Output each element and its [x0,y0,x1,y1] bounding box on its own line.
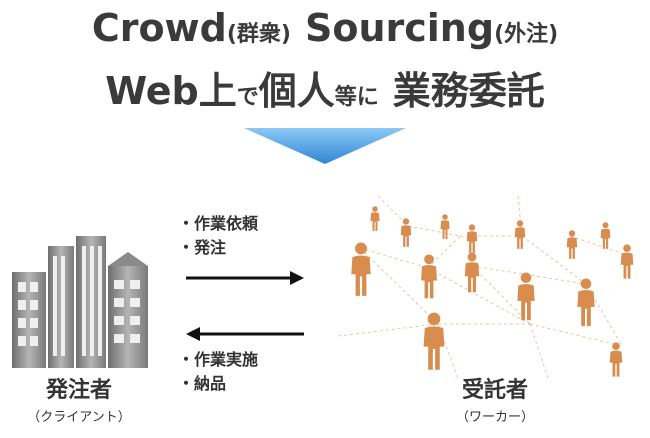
title-kojin: 個人 [258,69,335,113]
title-web: Web上 [105,69,237,113]
worker-label: 受託者 （ワーカー） [430,372,560,425]
request-item-1: ・作業依頼 [178,214,259,233]
delivery-item-1: ・作業実施 [178,350,259,369]
title-line-1: Crowd(群衆) Sourcing(外注) [0,6,650,58]
worker-title: 受託者 [461,378,528,403]
down-chevron-icon [244,128,406,164]
people-network-icon [338,196,634,378]
title-tou-ni: 等に [334,85,379,110]
title-sourcing-note: (外注) [494,22,559,47]
delivery-item-2: ・納品 [178,374,227,393]
right-arrow-icon [186,271,304,285]
client-subtitle: （クライアント） [27,410,131,425]
title-crowd-note: (群衆) [226,22,291,47]
title-de: で [236,85,259,110]
client-title: 発注者 [45,378,112,403]
title-sourcing: Sourcing [304,6,495,50]
title-gyomu: 業務委託 [392,69,545,113]
request-item-2: ・発注 [178,238,227,257]
left-arrow-icon [186,327,304,341]
office-buildings-icon [12,236,148,368]
delivery-list: ・作業実施 ・納品 [178,348,258,396]
title-crowd: Crowd [91,6,227,50]
worker-subtitle: （ワーカー） [455,410,534,425]
client-label: 発注者 （クライアント） [14,372,144,425]
request-list: ・作業依頼 ・発注 [178,212,258,260]
title-line-2: Web上で個人等に業務委託 [0,60,650,113]
